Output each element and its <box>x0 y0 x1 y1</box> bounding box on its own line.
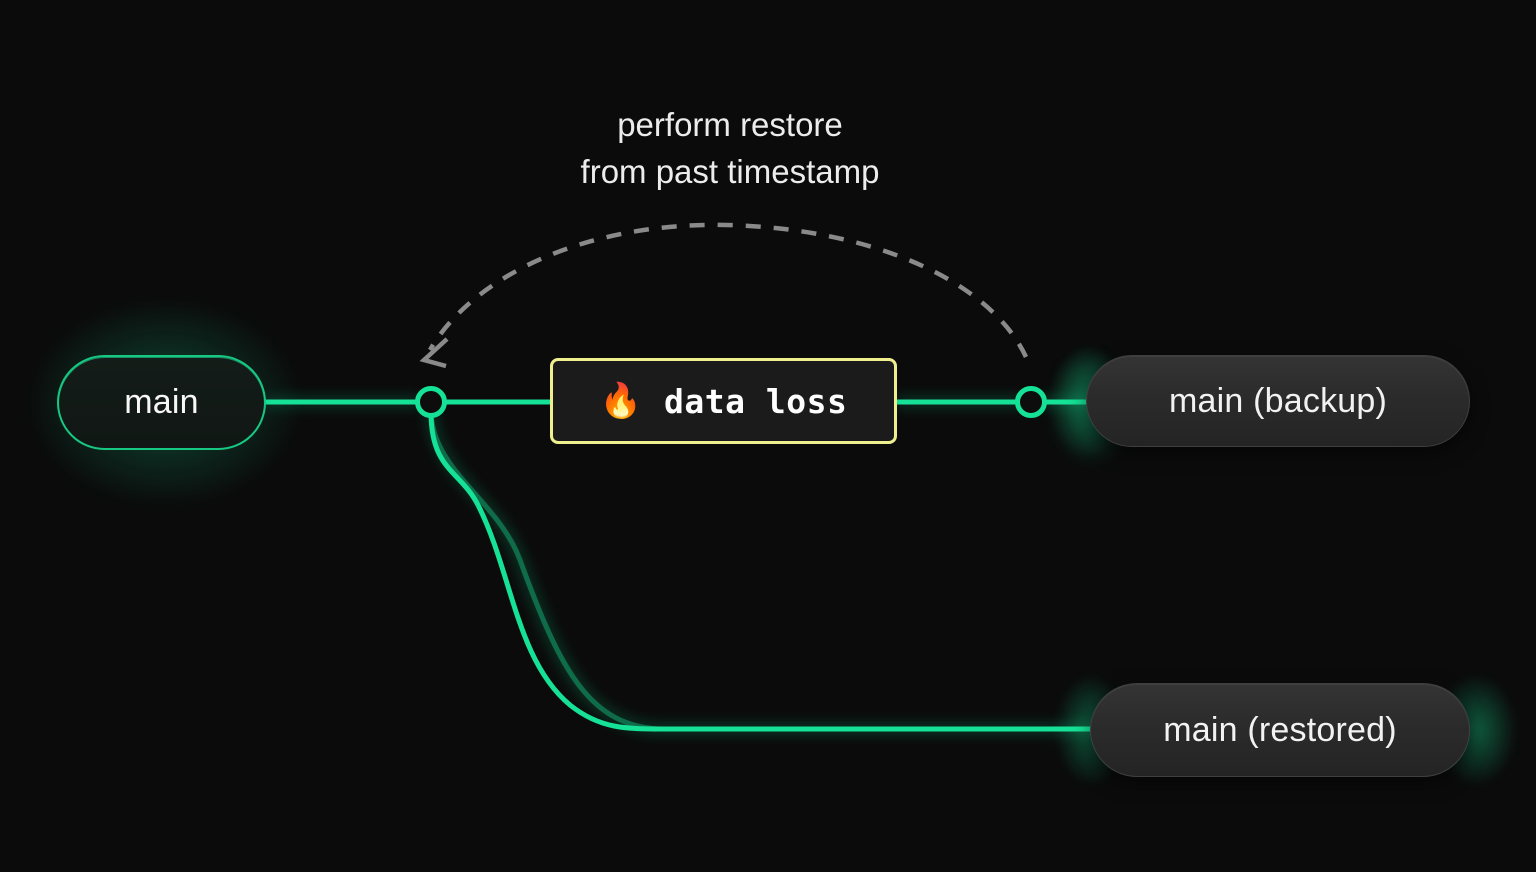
annotation-line-1: perform restore <box>617 106 843 143</box>
node-data-loss[interactable]: 🔥 data loss <box>550 358 897 444</box>
fire-emoji: 🔥 <box>599 382 643 420</box>
node-data-loss-label: data loss <box>664 381 848 421</box>
node-main-backup-label: main (backup) <box>1168 381 1388 420</box>
node-main-backup[interactable]: main (backup) <box>1086 355 1470 447</box>
annotation-line-2: from past timestamp <box>580 152 880 190</box>
node-main-label: main <box>124 383 199 421</box>
restore-annotation: perform restore from past timestamp <box>380 102 1080 196</box>
edge-branch-to-restored <box>428 409 1097 732</box>
restore-arrow-head-icon <box>419 337 449 369</box>
node-main-restored[interactable]: main (restored) <box>1090 683 1470 777</box>
node-main-restored-label: main (restored) <box>1163 710 1397 749</box>
branch-point-node[interactable] <box>415 386 447 418</box>
node-main[interactable]: main <box>57 355 266 450</box>
restore-arc-dashed <box>428 222 1029 358</box>
trunk-glow <box>266 399 1092 732</box>
backup-point-node[interactable] <box>1015 386 1047 418</box>
